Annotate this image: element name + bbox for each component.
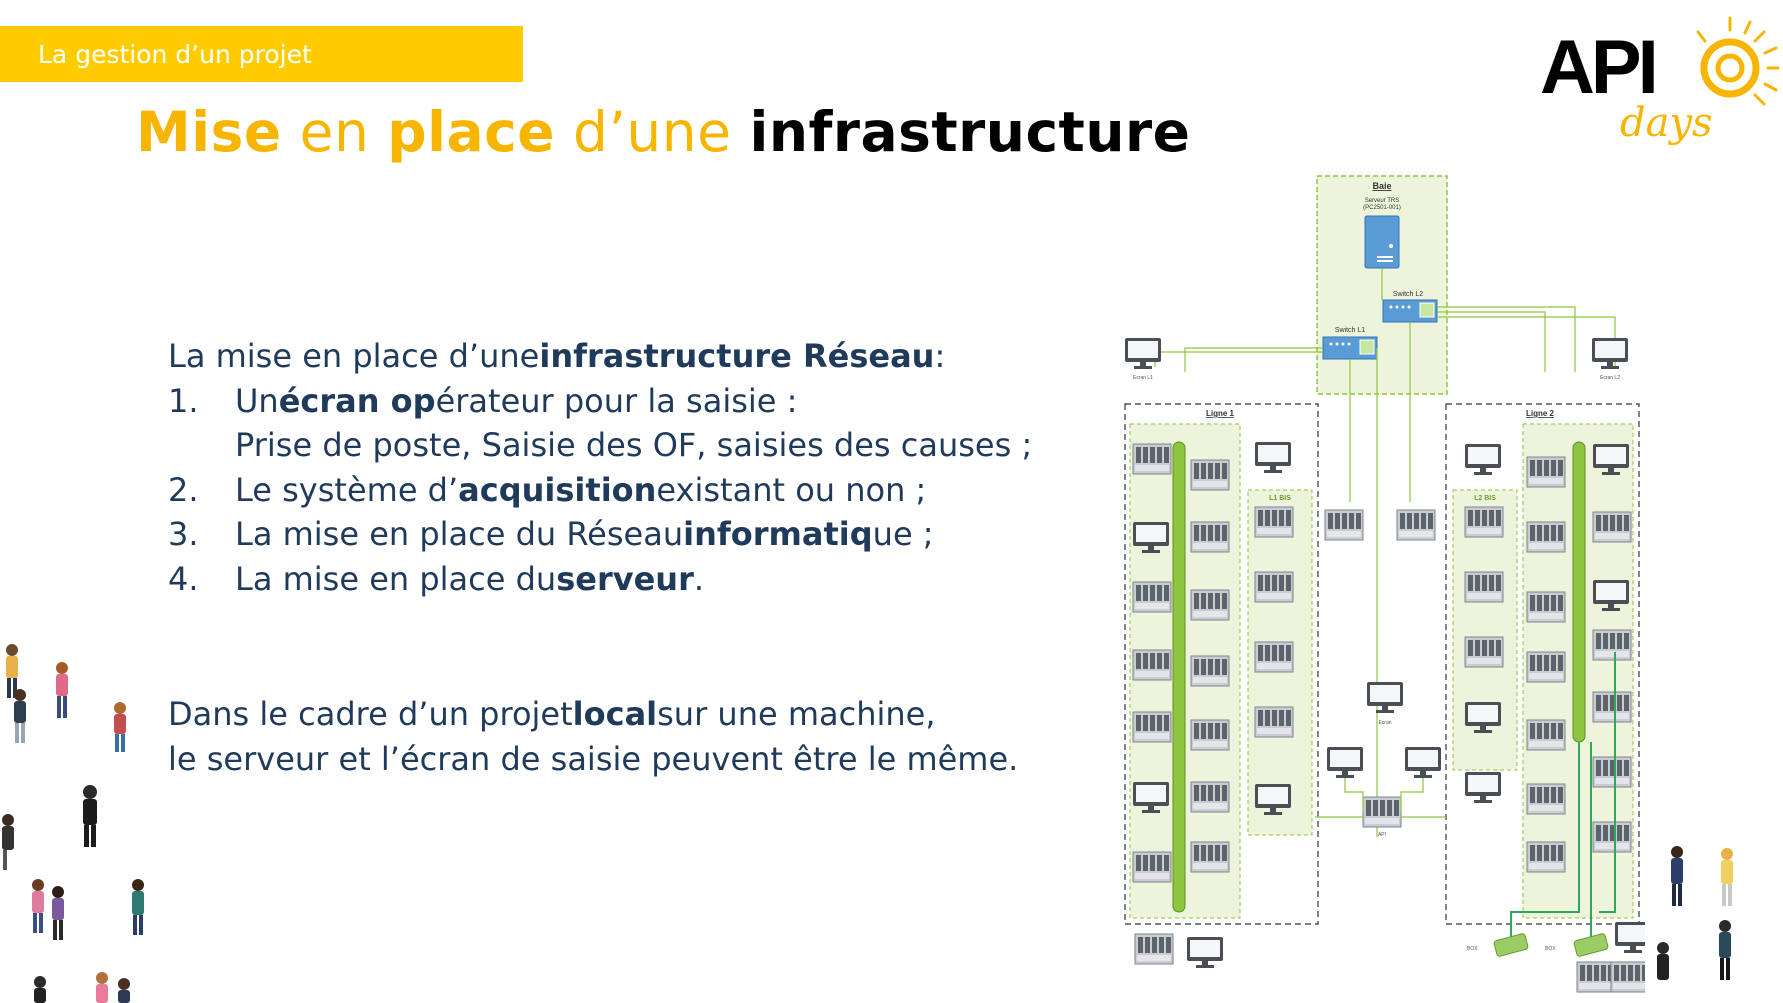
person-figure <box>132 879 144 935</box>
note-text: Dans le cadre d’un projet <box>168 695 573 733</box>
title-part-en: en <box>281 100 388 164</box>
note-text: sur une machine, <box>657 695 936 733</box>
list-number: 1. <box>168 381 199 420</box>
baie-label: Baie <box>1372 181 1391 191</box>
server-label: Serveur TRS <box>1365 198 1400 204</box>
note-bold: local <box>572 695 658 733</box>
bottom-devices <box>1134 922 1645 993</box>
list-bold: écran op <box>278 381 436 420</box>
ecran-l1-label: Ecran L1 <box>1133 375 1153 381</box>
switch-l1-label: Switch L1 <box>1335 327 1365 334</box>
person-figure <box>1721 848 1733 906</box>
ligne2-label: Ligne 2 <box>1526 409 1555 418</box>
person-figure <box>14 689 26 743</box>
list-text: Un <box>235 381 279 420</box>
person-figure <box>114 702 126 752</box>
ligne2-bus <box>1572 441 1586 743</box>
person-figure <box>96 972 108 1003</box>
note-text: le serveur et l’écran de saisie peuvent … <box>168 739 1019 778</box>
person-figure <box>118 978 130 1003</box>
intro-line: La mise en place d’une infrastructure Ré… <box>168 334 945 379</box>
title-part-dune: d’une <box>555 100 750 164</box>
logo-text-days: days <box>1620 100 1713 146</box>
title-part-place: place <box>387 100 556 164</box>
section-band: La gestion d’un projet <box>0 26 523 82</box>
person-figure <box>6 644 18 698</box>
list-item: 3. La mise en place du Réseau informatiq… <box>168 512 934 557</box>
list-bold: serveur <box>556 559 694 598</box>
title-part-mise: Mise <box>136 100 282 164</box>
ligne1-zone <box>1124 403 1319 925</box>
switch-l1-icon <box>1322 336 1378 360</box>
list-text: érateur pour la saisie : <box>435 381 798 420</box>
list-bold: acquisition <box>458 470 657 509</box>
box-cables <box>1510 652 1616 937</box>
list-number: 2. <box>168 470 199 509</box>
person-figure <box>52 886 64 940</box>
box-label: BOX <box>1545 946 1556 952</box>
list-number: 3. <box>168 515 199 553</box>
list-text: La mise en place du Réseau <box>235 515 684 553</box>
title-part-infrastructure: infrastructure <box>749 100 1191 164</box>
slide-title: Mise en place d’une infrastructure <box>136 100 1190 164</box>
intro-tail: : <box>934 337 946 375</box>
list-text: . <box>693 559 705 598</box>
person-figure <box>1719 920 1731 980</box>
list-item: 2. Le système d’acquisition existant ou … <box>168 468 926 513</box>
list-text: La mise en place du <box>235 559 557 598</box>
api-label: API <box>1378 832 1386 838</box>
switch-l2-icon <box>1382 299 1438 323</box>
box-label: BOX <box>1467 946 1478 952</box>
ligne1-bus <box>1172 441 1186 913</box>
person-figure <box>56 662 68 718</box>
person-figure <box>2 814 14 870</box>
apidays-logo: API days <box>1540 16 1780 146</box>
person-figure <box>32 879 44 933</box>
middle-cables <box>1315 778 1446 818</box>
list-text: Prise de poste, Saisie des OF, saisies d… <box>235 426 1033 464</box>
crowd-illustration-right <box>1657 846 1733 980</box>
screen-icon <box>1592 338 1628 369</box>
crowd-illustration-left <box>2 644 144 1003</box>
person-figure <box>34 976 46 1003</box>
ecran-l2-label: Ecran L2 <box>1600 375 1620 381</box>
intro-text: La mise en place d’une <box>168 337 540 375</box>
logo-text-api: API <box>1540 25 1655 110</box>
list-bold: informatiq <box>683 515 873 553</box>
list-item: 4. La mise en place du serveur. <box>168 557 704 602</box>
note-line-2: le serveur et l’écran de saisie peuvent … <box>168 737 1018 782</box>
person-figure <box>1671 846 1683 906</box>
server-icon <box>1364 215 1400 269</box>
server-id: (PC2501-001) <box>1363 205 1401 211</box>
person-figure <box>83 785 97 847</box>
list-number: 4. <box>168 559 199 598</box>
ligne1-label: Ligne 1 <box>1206 409 1235 418</box>
intro-bold: infrastructure Réseau <box>539 337 935 375</box>
section-label: La gestion d’un projet <box>38 39 312 69</box>
list-text: ue ; <box>872 515 934 553</box>
l1bis-label: L1 BIS <box>1269 495 1291 502</box>
sun-icon <box>1696 16 1780 106</box>
l2bis-label: L2 BIS <box>1474 495 1496 502</box>
switch-l2-label: Switch L2 <box>1393 291 1423 298</box>
person-figure <box>1657 942 1669 980</box>
list-text: Le système d’ <box>235 470 459 509</box>
note-line-1: Dans le cadre d’un projet local sur une … <box>168 692 936 737</box>
network-diagram: Baie Serveur TRS (PC2501-001) Switch L2 … <box>1124 175 1645 993</box>
list-text: existant ou non ; <box>656 470 927 509</box>
ecran-label: Ecran <box>1378 720 1391 726</box>
list-item-continuation: Prise de poste, Saisie des OF, saisies d… <box>235 423 1032 468</box>
ligne2-zone <box>1445 403 1640 925</box>
